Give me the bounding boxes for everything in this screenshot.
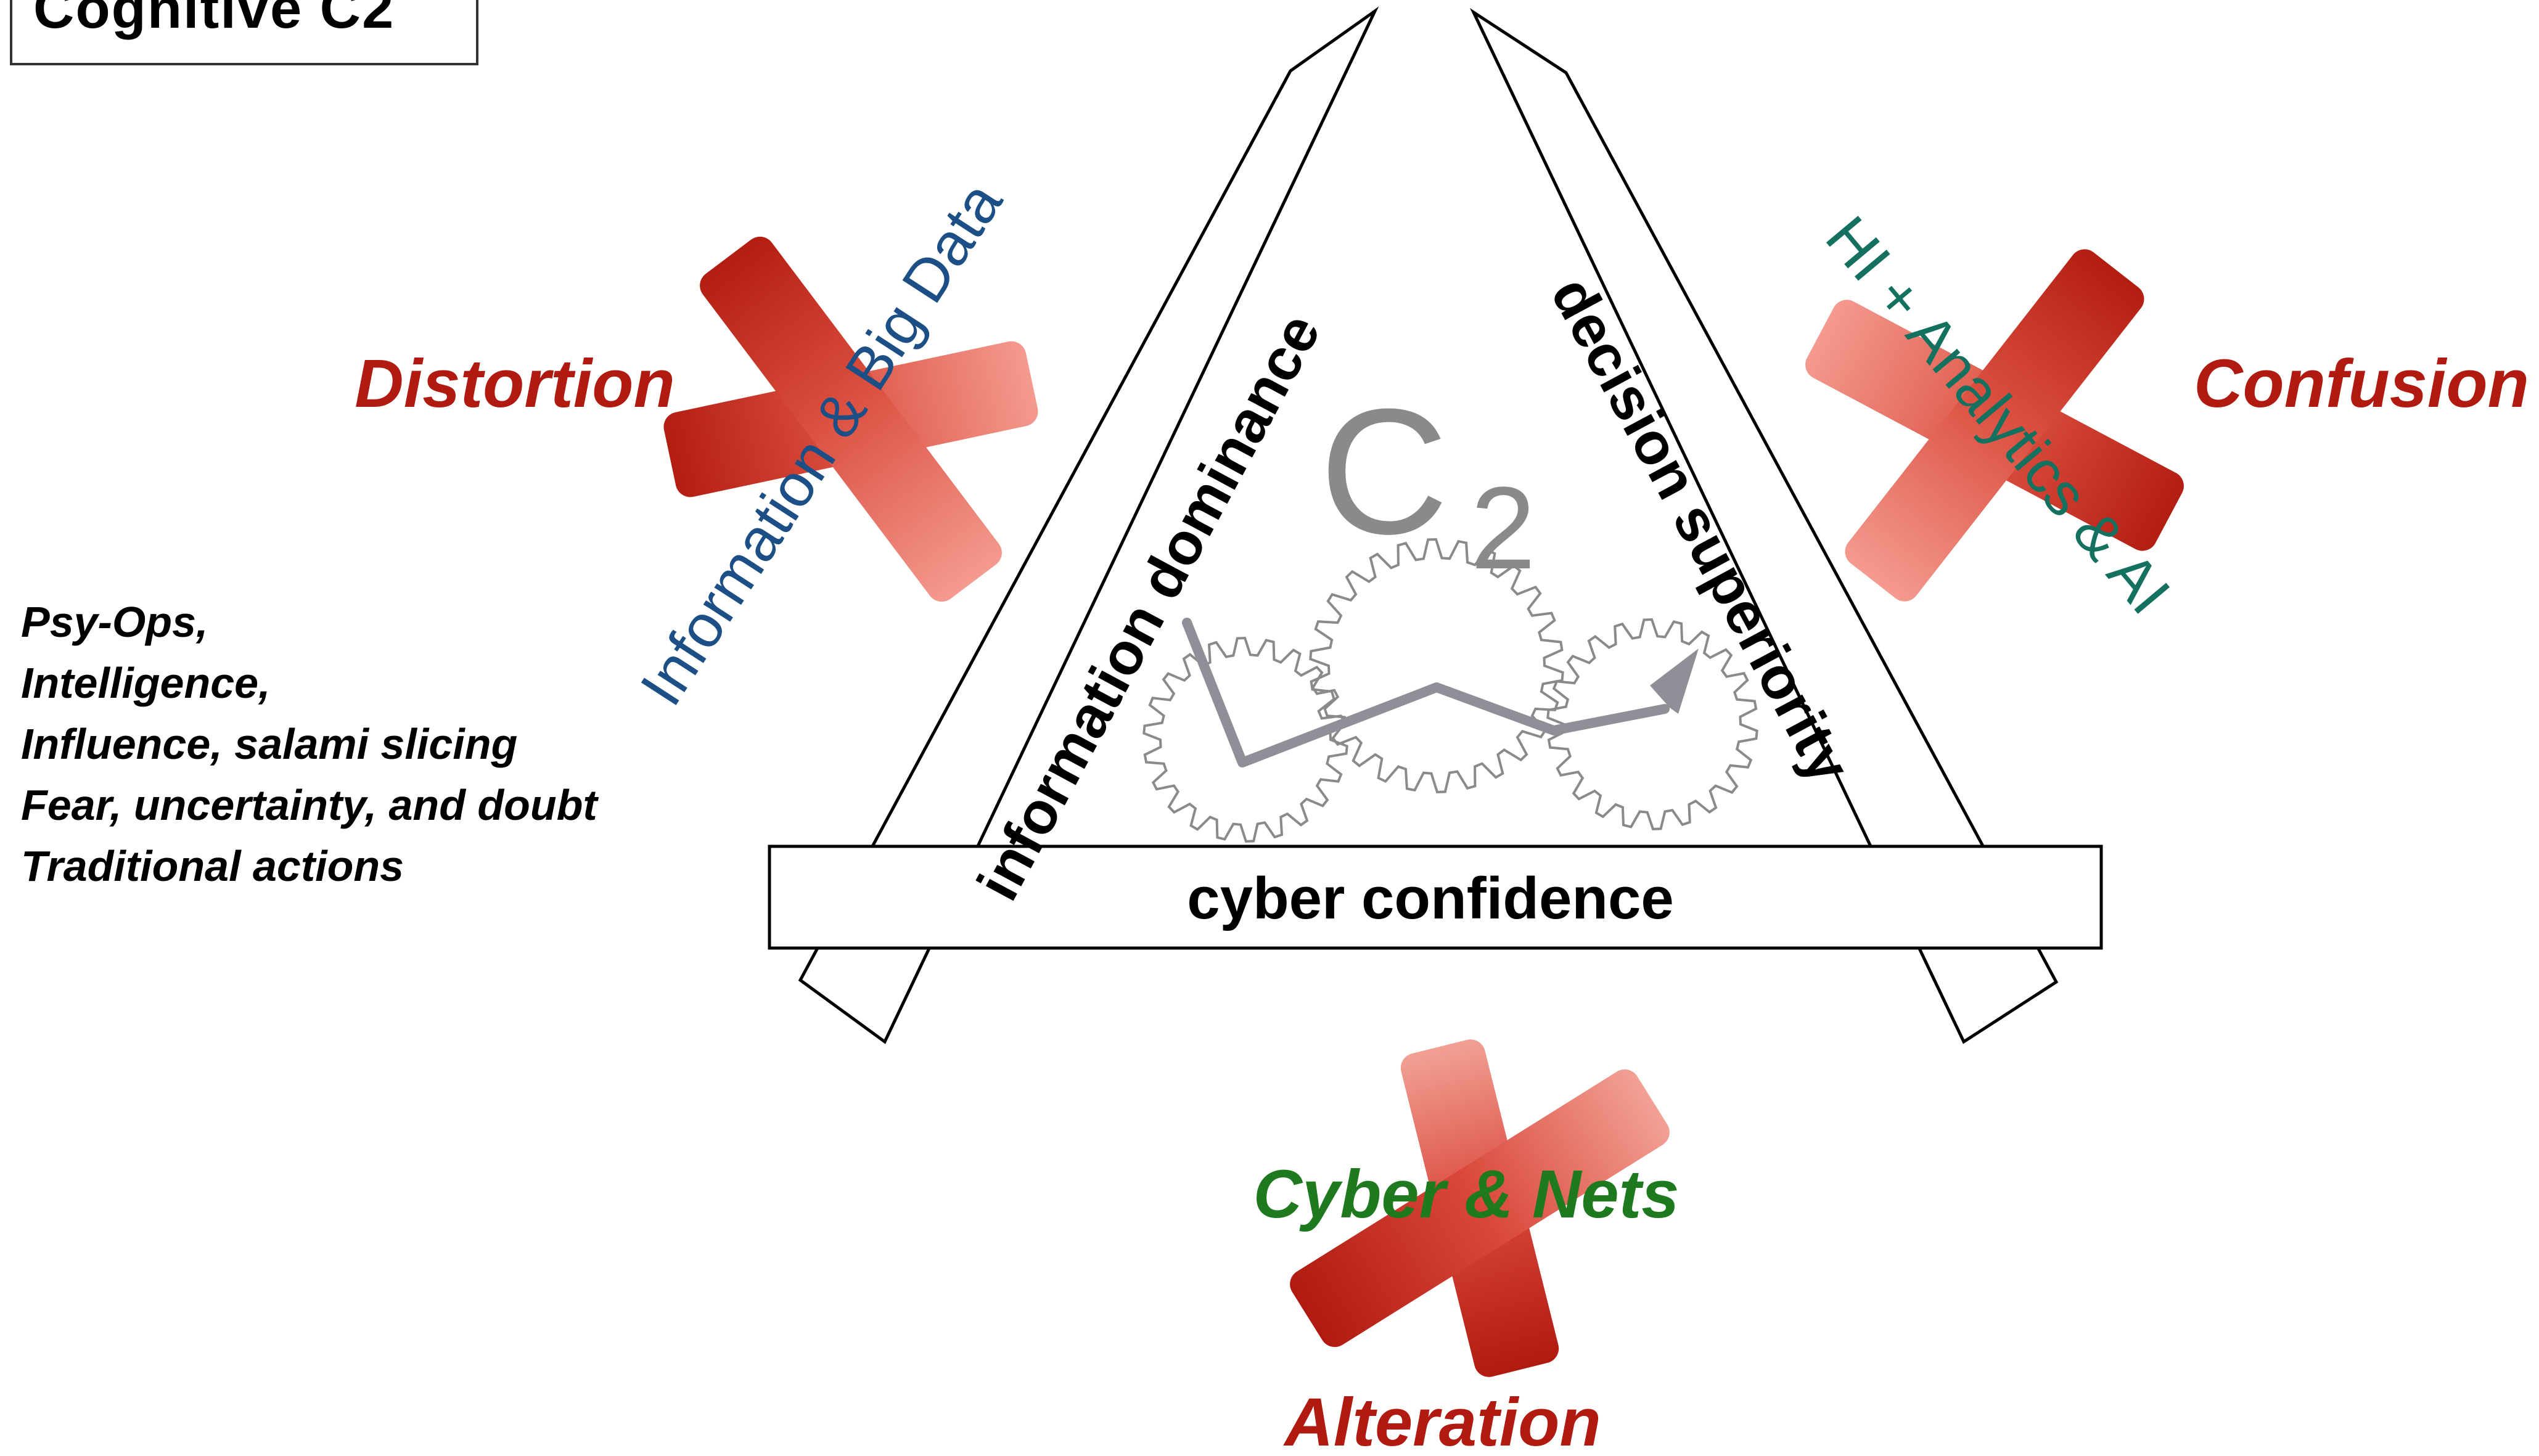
gear-left-icon (1142, 636, 1348, 843)
threat-alteration: Alteration (1282, 1384, 1601, 1456)
list-item: Psy-Ops, (21, 598, 208, 646)
triangle-frame (768, 6, 2103, 1044)
threat-confusion: Confusion (2194, 346, 2529, 422)
c2-symbol-letter: C (1319, 372, 1448, 571)
left-bar (798, 6, 1379, 1044)
left-list: Psy-Ops, Intelligence, Influence, salami… (21, 592, 761, 897)
list-item: Influence, salami slicing (21, 720, 518, 768)
red-x-right-icon (1805, 249, 2184, 602)
c2-symbol-subscript: 2 (1470, 463, 1536, 594)
list-item: Intelligence, (21, 659, 271, 707)
cyber-nets-label: Cyber & Nets (1253, 1156, 1680, 1232)
red-x-bottom-icon (1290, 1039, 1670, 1377)
gear-middle-icon (1309, 538, 1564, 794)
red-x-left-icon (663, 236, 1038, 602)
title-box: Cognitive C2 (10, 0, 478, 65)
list-item: Fear, uncertainty, and doubt (21, 781, 597, 829)
bottom-bar-label: cyber confidence (1187, 865, 1674, 931)
page-title: Cognitive C2 (33, 0, 395, 40)
trend-arrow-icon (1182, 618, 1699, 767)
list-item: Traditional actions (21, 842, 404, 890)
right-bar (1469, 8, 2059, 1044)
threat-distortion: Distortion (355, 346, 675, 422)
bottom-bar (768, 845, 2103, 950)
